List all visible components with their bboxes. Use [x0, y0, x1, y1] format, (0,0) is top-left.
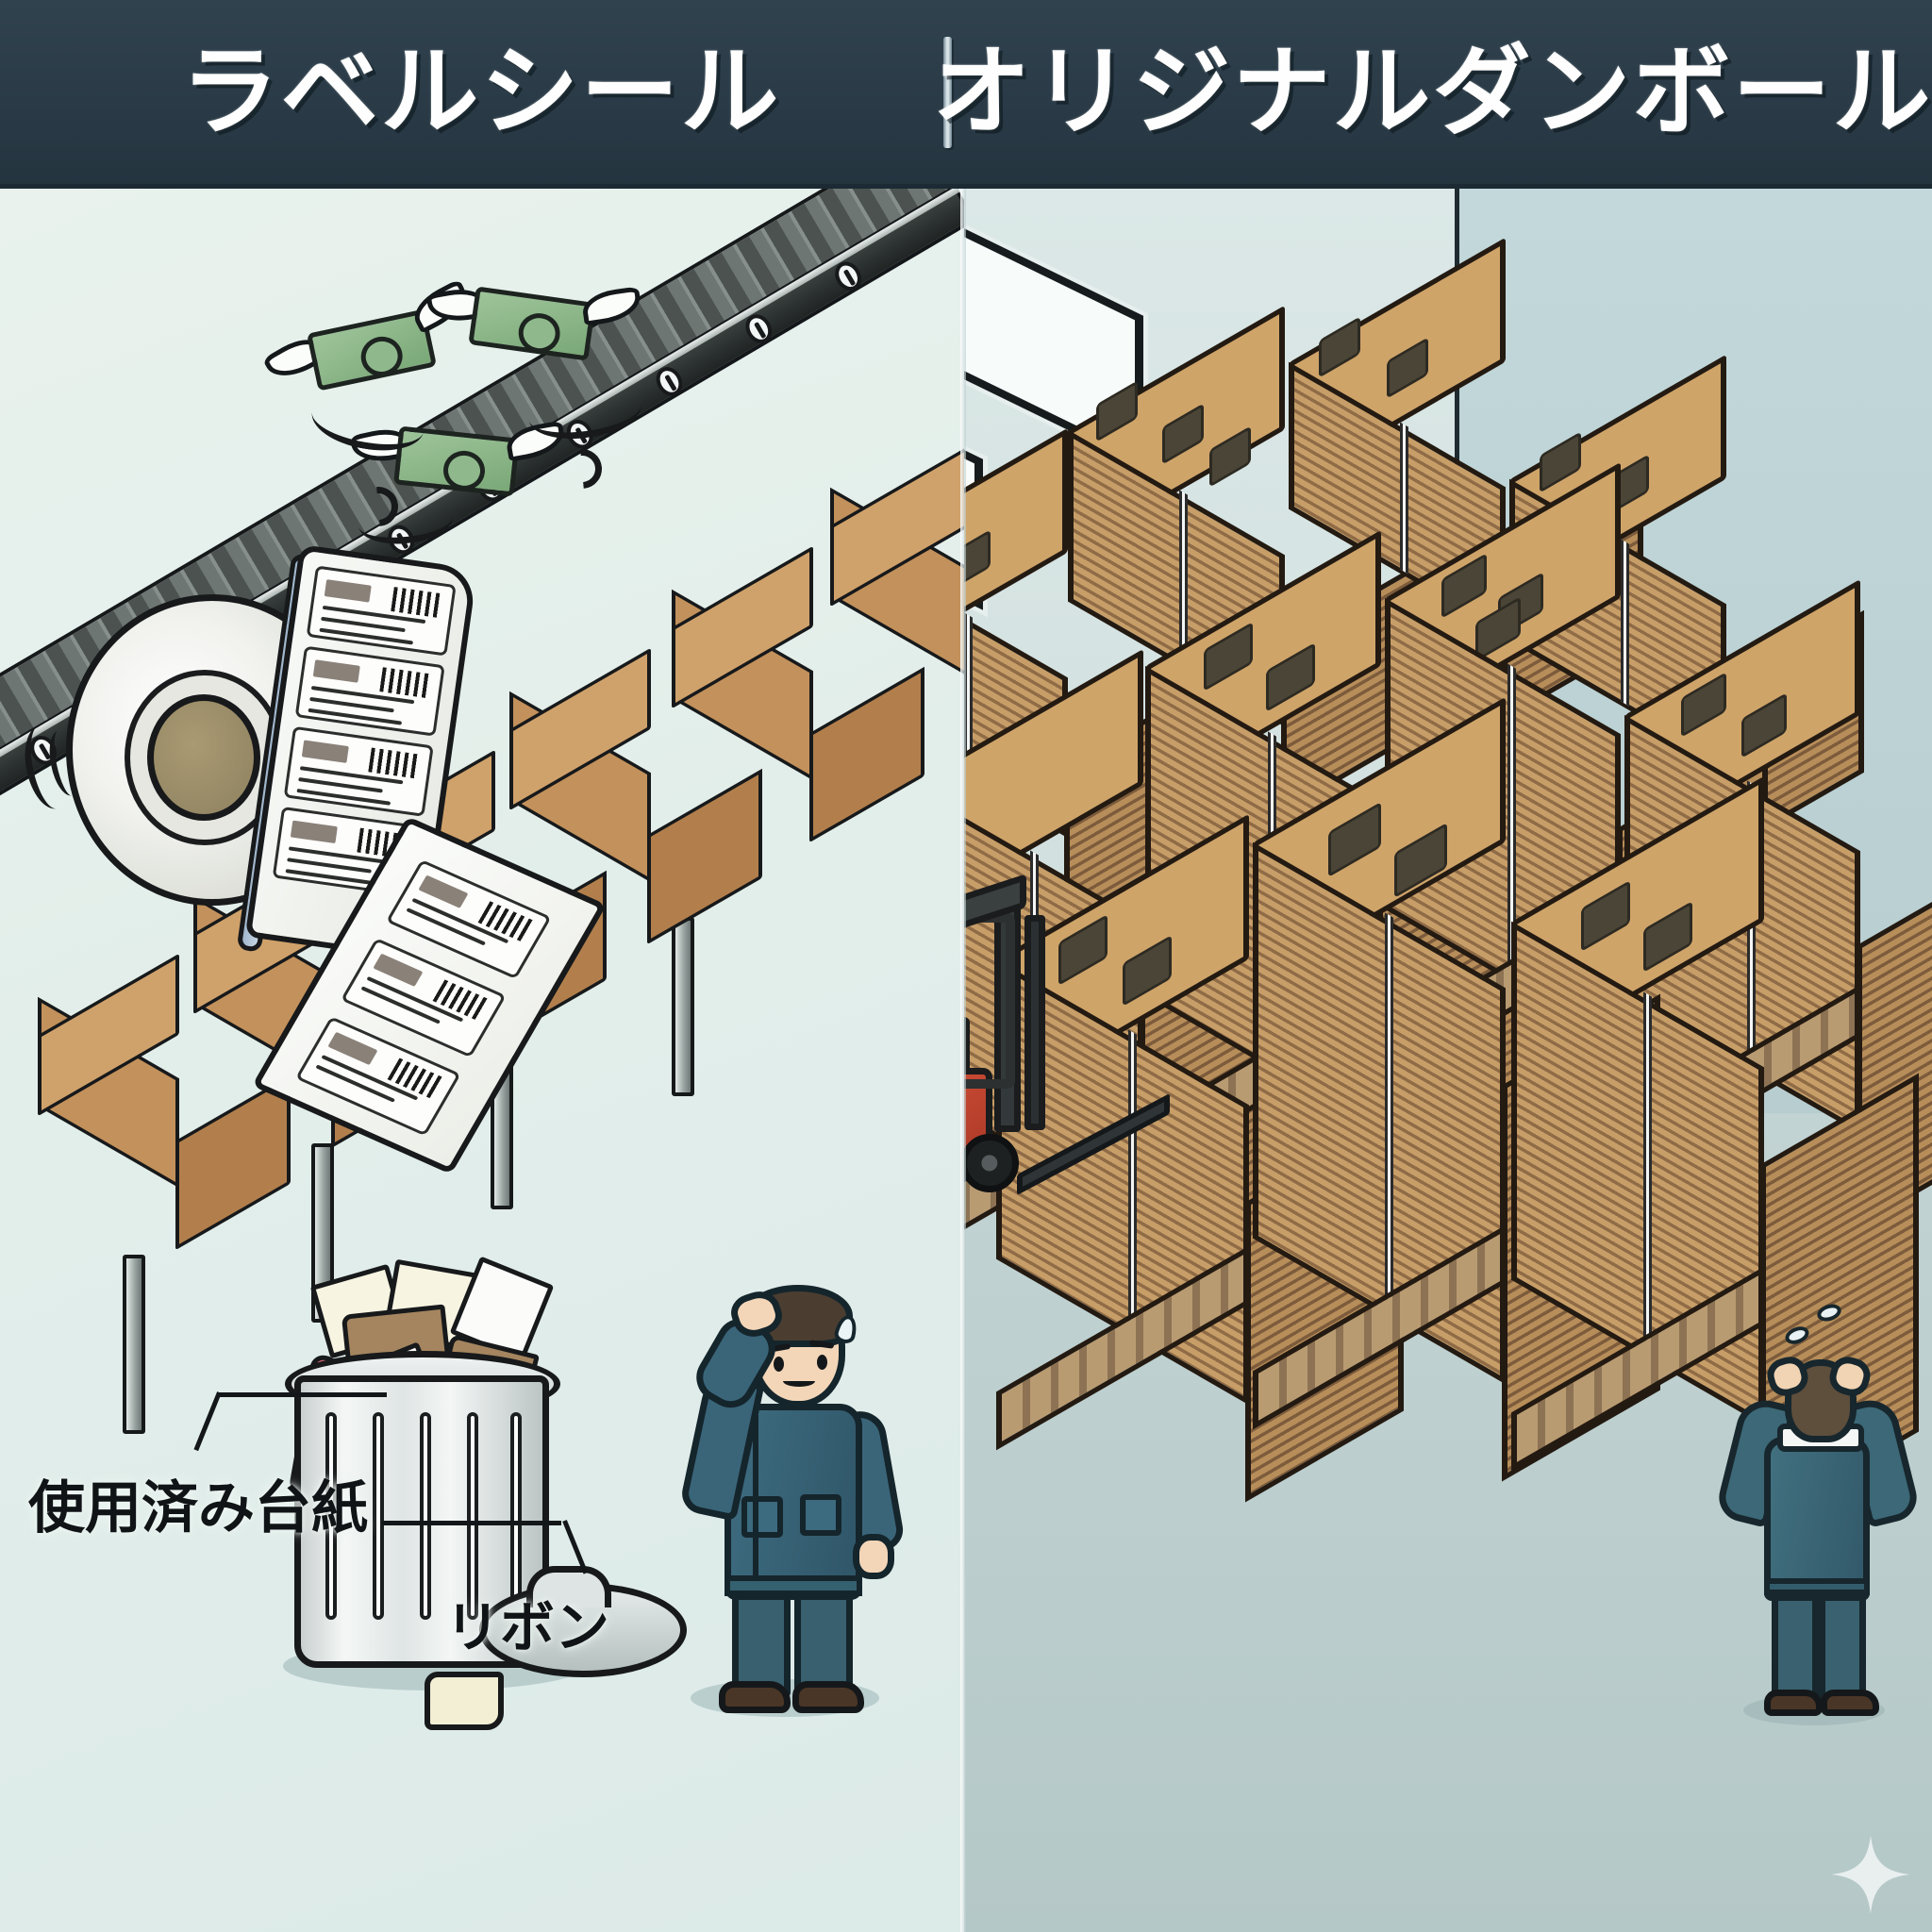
flying-money-bill [261, 278, 475, 391]
worker-mouth [783, 1375, 815, 1387]
header-left-section: ラベルシール [19, 43, 943, 142]
annotation-used-backing: 使用済み台紙 [28, 1476, 368, 1540]
forklift-wheel-rear [964, 1134, 1019, 1192]
overwhelmed-worker [1713, 1301, 1923, 1731]
worker-shoe-right [792, 1681, 864, 1713]
conveyor-leg [672, 917, 694, 1096]
header-bar: ラベルシール オリジナルダンボール [0, 0, 1932, 189]
annotation-ribbon: リボン [445, 1597, 610, 1658]
uniform-zipper [753, 1415, 758, 1594]
conveyor-leg [123, 1255, 145, 1434]
uniform-belt [1764, 1578, 1870, 1595]
barcode-label [306, 565, 457, 657]
worker-shoe-right [1821, 1690, 1879, 1716]
barcode-label [283, 725, 434, 817]
sparkle-icon [1831, 1835, 1910, 1914]
header-right-section: オリジナルダンボール [933, 43, 1931, 142]
worker-eye-left [774, 1357, 784, 1372]
barcode-label [294, 645, 445, 737]
header-right-title: オリジナルダンボール [932, 37, 1932, 147]
worker-hand-right [853, 1534, 894, 1579]
left-panel-label-sticker: 使用済み台紙 リボン [0, 189, 964, 1932]
sweat-drop [1782, 1323, 1812, 1348]
worker-torso-uniform [1764, 1437, 1870, 1601]
label-roll [18, 528, 632, 1174]
leader-line-ribbon [382, 1521, 561, 1525]
leader-line-used-backing [217, 1392, 387, 1397]
worker-eye-right [817, 1355, 827, 1370]
flying-money-bill [425, 284, 643, 361]
header-left-title: ラベルシール [180, 37, 781, 147]
roll-core-hole [147, 694, 260, 821]
forklift-mast-rail [1024, 915, 1045, 1130]
uniform-pocket [800, 1494, 841, 1536]
forklift-overhead-guard-frame [964, 913, 1015, 1089]
uniform-belt [724, 1575, 862, 1596]
forklift [964, 874, 1191, 1283]
worker-shoe-left [719, 1681, 791, 1713]
worker-leg-right [1819, 1588, 1866, 1705]
panel-divider-seam [960, 189, 966, 1932]
right-panel-original-box [964, 189, 1932, 1932]
worried-worker [651, 1264, 934, 1717]
uniform-pocket [741, 1496, 783, 1538]
trash-can-lid-handle [526, 1566, 611, 1607]
worker-shoe-left [1764, 1690, 1823, 1716]
worker-leg-left [1772, 1588, 1819, 1705]
floor-waste-scrap [425, 1672, 504, 1730]
header-divider [942, 36, 952, 148]
